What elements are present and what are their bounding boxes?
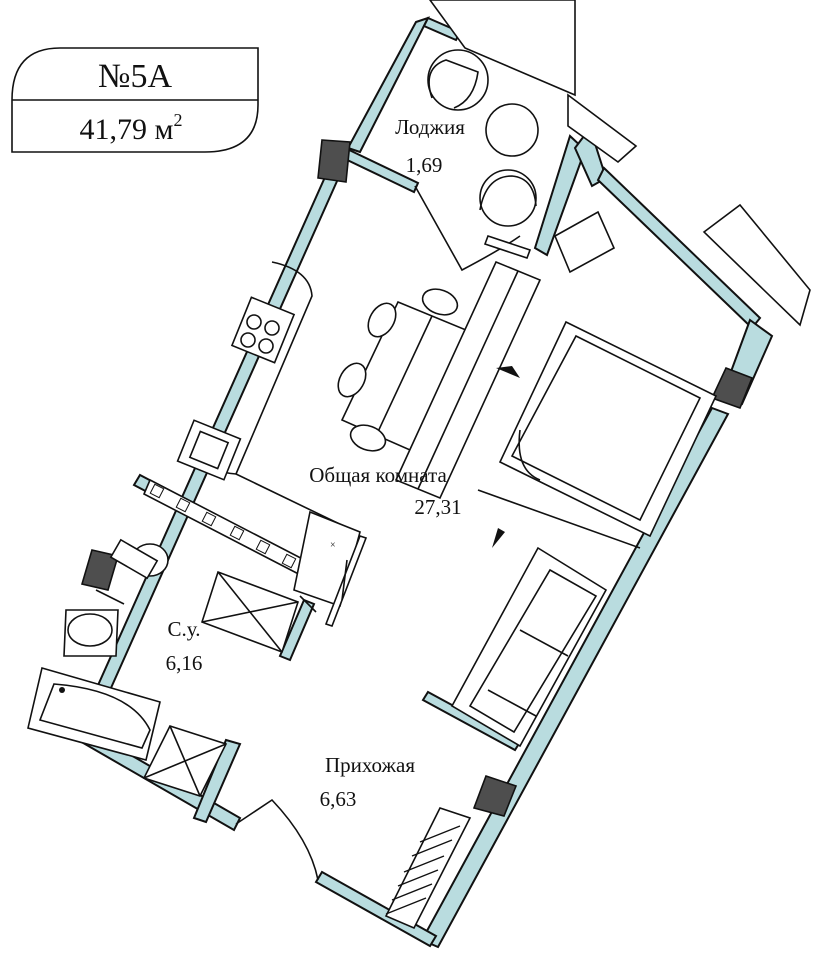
hallway-fixtures — [235, 798, 472, 930]
apartment-area: 41,79 м2 — [80, 110, 183, 146]
room-living-area: 27,31 — [414, 495, 461, 519]
apartment-number: №5А — [98, 58, 172, 95]
bathroom-fixtures — [27, 538, 299, 797]
columns — [80, 139, 754, 817]
exterior-outlines — [429, 0, 811, 327]
svg-text:×: × — [330, 540, 336, 551]
room-bathroom-name: С.у. — [168, 617, 201, 641]
apartment-title-badge: №5А 41,79 м2 — [11, 47, 259, 153]
room-hallway-name: Прихожая — [325, 753, 415, 777]
sofa — [450, 546, 608, 748]
room-living-name: Общая комната — [309, 463, 447, 487]
kitchen: × — [142, 261, 368, 628]
bed — [477, 320, 718, 549]
loggia-furniture — [414, 49, 616, 274]
room-labels: Лоджия 1,69 Общая комната 27,31 С.у. 6,1… — [166, 115, 466, 811]
room-bathroom-area: 6,16 — [166, 651, 203, 675]
room-hallway-area: 6,63 — [320, 787, 357, 811]
room-loggia-name: Лоджия — [395, 115, 465, 139]
dining-table — [337, 260, 542, 548]
room-loggia-area: 1,69 — [406, 153, 443, 177]
